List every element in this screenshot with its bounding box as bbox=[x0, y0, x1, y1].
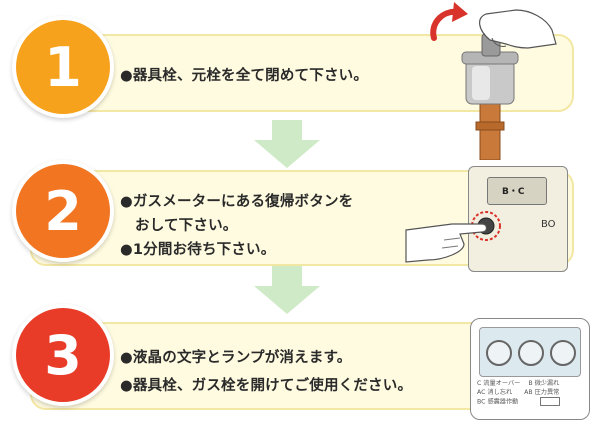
step-3-text-line-1: ●液晶の文字とランプが消えます。 bbox=[120, 350, 352, 366]
meter-display: B・C bbox=[487, 177, 547, 205]
valve-illustration bbox=[430, 2, 557, 160]
legend-code: AB bbox=[524, 389, 533, 396]
hand-icon bbox=[479, 9, 557, 49]
step-2-text-line-1: ●ガスメーターにある復帰ボタンを bbox=[120, 194, 354, 210]
step-3-text-line-2: ●器具栓、ガス栓を開けてご使用ください。 bbox=[120, 378, 413, 394]
meter-button-label: B・C bbox=[502, 187, 525, 197]
step-3-number: 3 bbox=[44, 323, 82, 387]
step-3-badge: 3 bbox=[12, 304, 114, 406]
legend-text: 圧力異常 bbox=[534, 389, 560, 396]
panel-legend-row: AC 消し忘れ AB 圧力異常 bbox=[477, 388, 585, 397]
down-arrow-icon bbox=[254, 120, 320, 168]
lamp bbox=[486, 340, 512, 366]
lamp bbox=[550, 340, 576, 366]
legend-box bbox=[540, 397, 561, 406]
legend-code: B bbox=[528, 380, 533, 387]
step-1-number: 1 bbox=[44, 35, 82, 99]
step-2-text-line-3: ●1分間お待ち下さい。 bbox=[120, 242, 276, 258]
lamp bbox=[518, 340, 544, 366]
panel-legend-row: C 流量オーバー B 微少漏れ bbox=[477, 379, 585, 388]
legend-text: 消し忘れ bbox=[487, 389, 513, 396]
lcd-panel: C 流量オーバー B 微少漏れ AC 消し忘れ AB 圧力異常 BC 感震器作動 bbox=[470, 318, 590, 420]
legend-text: 感震器作動 bbox=[487, 398, 519, 406]
legend-text: 流量オーバー bbox=[483, 380, 521, 387]
panel-legend: C 流量オーバー B 微少漏れ AC 消し忘れ AB 圧力異常 BC 感震器作動 bbox=[477, 379, 585, 407]
step-1-text: ●器具栓、元栓を全て閉めて下さい。 bbox=[120, 68, 369, 84]
step-1-badge: 1 bbox=[12, 16, 114, 118]
panel-legend-row: BC 感震器作動 bbox=[477, 397, 585, 407]
pointing-finger-icon bbox=[405, 223, 488, 263]
down-arrow-icon bbox=[254, 266, 320, 314]
step-2-number: 2 bbox=[44, 179, 82, 243]
lcd-window bbox=[479, 327, 581, 377]
step-2-text-line-2: おして下さい。 bbox=[135, 218, 238, 234]
reset-button-illustration bbox=[405, 211, 501, 263]
legend-text: 微少漏れ bbox=[534, 380, 560, 387]
meter-side-label: BO bbox=[541, 219, 556, 230]
step-2-badge: 2 bbox=[12, 160, 114, 262]
legend-code: C bbox=[477, 380, 482, 387]
legend-code: AC bbox=[477, 389, 486, 396]
legend-code: BC bbox=[477, 398, 486, 406]
